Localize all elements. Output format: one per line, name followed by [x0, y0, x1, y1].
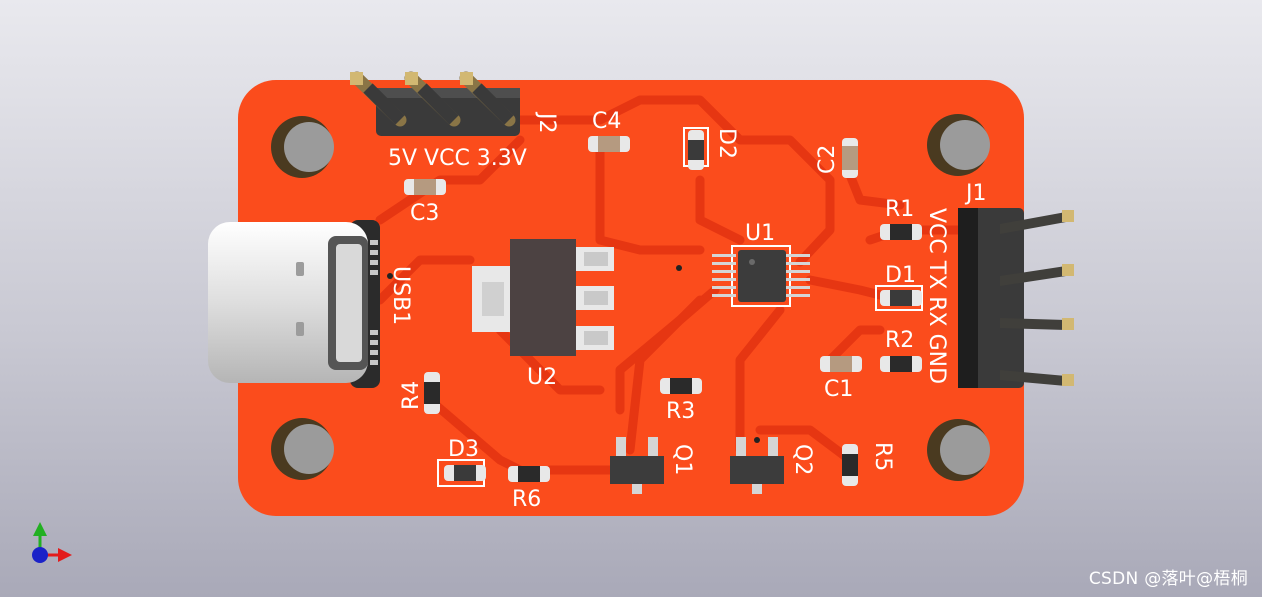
label-r4: R4: [399, 381, 424, 410]
label-d1: D1: [885, 263, 916, 288]
axis-orientation-icon: [32, 522, 72, 563]
u1-ic: [676, 245, 810, 307]
mounting-holes: [271, 114, 990, 481]
silkscreen-labels: J2 5V VCC 3.3V J1 VCC TX RX GND USB1 C4 …: [388, 109, 987, 512]
label-r6: R6: [512, 487, 541, 512]
label-j2: J2: [534, 111, 559, 134]
label-r2: R2: [885, 328, 914, 353]
label-q1: Q1: [670, 444, 695, 475]
watermark-text: CSDN @落叶@梧桐: [1088, 569, 1248, 589]
label-r1: R1: [885, 197, 914, 222]
label-u1: U1: [745, 221, 775, 246]
u2-regulator: [472, 239, 614, 356]
label-c3: C3: [410, 201, 439, 226]
label-c1: C1: [824, 377, 853, 402]
passive-components: [404, 127, 923, 487]
label-q2: Q2: [790, 444, 815, 475]
usb-c-connector: [208, 220, 393, 388]
label-u2: U2: [527, 365, 557, 390]
label-d2: D2: [714, 128, 739, 159]
label-r5: R5: [870, 442, 895, 471]
label-c2: C2: [815, 145, 840, 174]
label-c4: C4: [592, 109, 621, 134]
label-j2-pins: 5V VCC 3.3V: [388, 146, 527, 171]
label-j1: J1: [964, 181, 987, 206]
transistors: [610, 437, 784, 494]
label-d3: D3: [448, 437, 479, 462]
header-j1: [958, 208, 1074, 388]
label-j1-pins: VCC TX RX GND: [924, 208, 949, 384]
header-j2: [350, 71, 520, 136]
copper-traces: [375, 95, 965, 475]
label-r3: R3: [666, 399, 695, 424]
label-usb1: USB1: [388, 266, 413, 325]
